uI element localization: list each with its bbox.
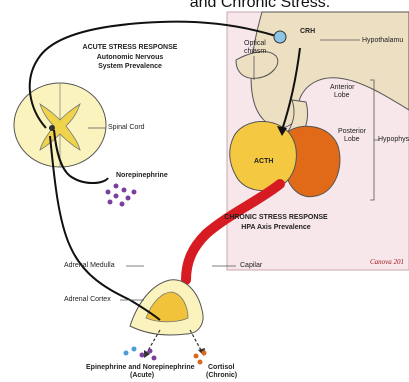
norepinephrine-label: Norepinephrine [116,172,168,180]
acute-line1: Autonomic Nervous [60,54,200,62]
norepinephrine-molecules [106,184,137,207]
anterior-label-1: Anterior [330,84,355,92]
posterior-label-2: Lobe [344,136,360,144]
epinephrine-label-2: (Acute) [130,372,154,380]
posterior-label-1: Posterior [338,128,366,136]
optic-label-2: chiasm [244,48,266,56]
acute-heading: ACUTE STRESS RESPONSE [60,44,200,52]
cortisol-label-1: Cortisol [208,364,234,372]
acth-label: ACTH [254,158,273,166]
capilar-label: Capilar [240,262,262,270]
hypophysis-label: Hypophysi [378,136,409,144]
crh-label: CRH [300,28,315,36]
adrenal-cortex-label: Adrenal Cortex [64,296,111,304]
cortisol-molecules [194,351,207,365]
acute-line2: System Prevalence [60,63,200,71]
adrenal-medulla-label: Adrenal Medulla [64,262,115,270]
crh-neuron [274,31,286,43]
anterior-label-2: Lobe [334,92,350,100]
diagram-title: and Chronic Stress. [100,0,409,11]
anterior-lobe [230,121,297,190]
cortisol-label-2: (Chronic) [206,372,237,380]
epinephrine-label-1: Epinephrine and Norepinephrine [86,364,195,372]
spinal-cord-label: Spinal Cord [108,124,145,132]
optic-label-1: Optical [244,40,266,48]
epinephrine-molecules [124,347,157,361]
hypothalamus-label: Hypothalamu [362,37,403,45]
chronic-heading: CHRONIC STRESS RESPONSE [206,214,346,222]
chronic-line1: HPA Axis Prevalence [206,224,346,232]
signature: Canova 201 [370,258,404,266]
